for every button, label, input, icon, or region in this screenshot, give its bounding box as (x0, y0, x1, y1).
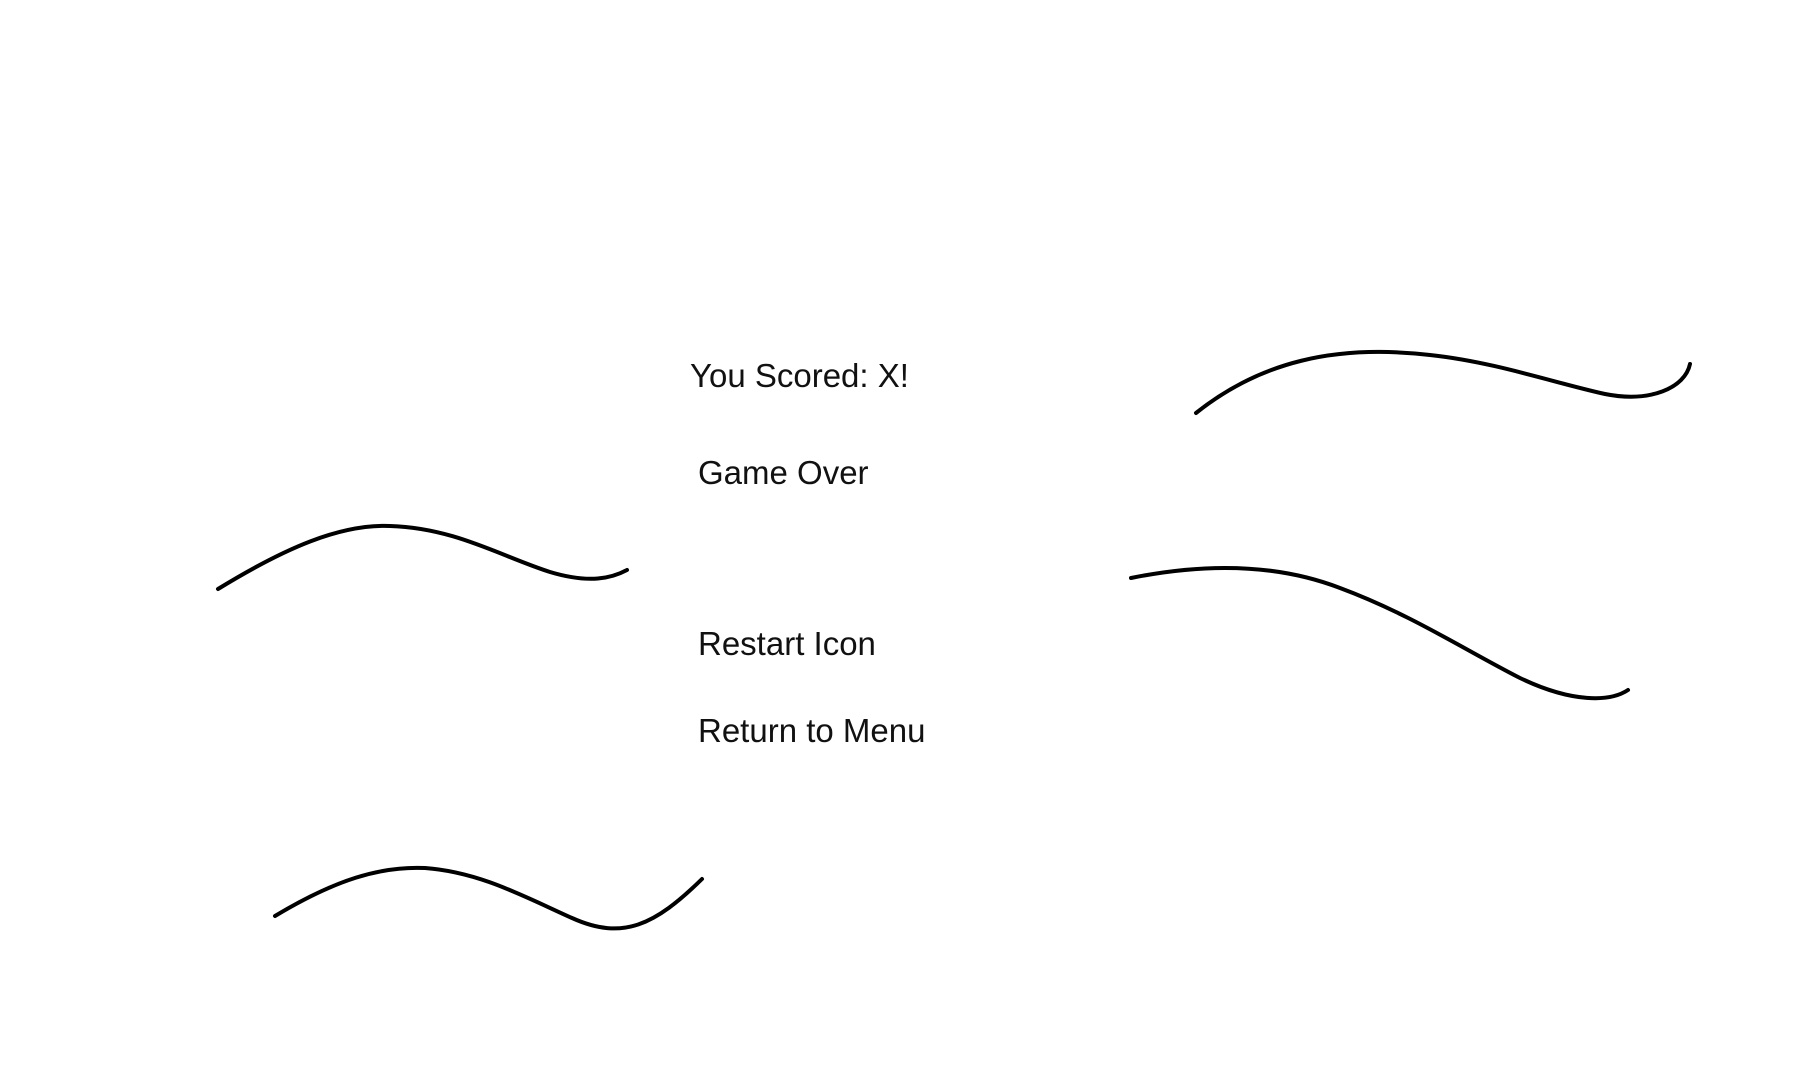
wave-middle-left (216, 523, 629, 591)
wave-middle-right (1129, 565, 1630, 701)
wave-top-right (1194, 349, 1692, 415)
wave-bottom-left (273, 865, 704, 931)
score-text: You Scored: X! (690, 357, 909, 394)
game-over-title: Game Over (698, 454, 869, 491)
return-to-menu-button[interactable]: Return to Menu (698, 712, 926, 749)
restart-button[interactable]: Restart Icon (698, 625, 876, 662)
